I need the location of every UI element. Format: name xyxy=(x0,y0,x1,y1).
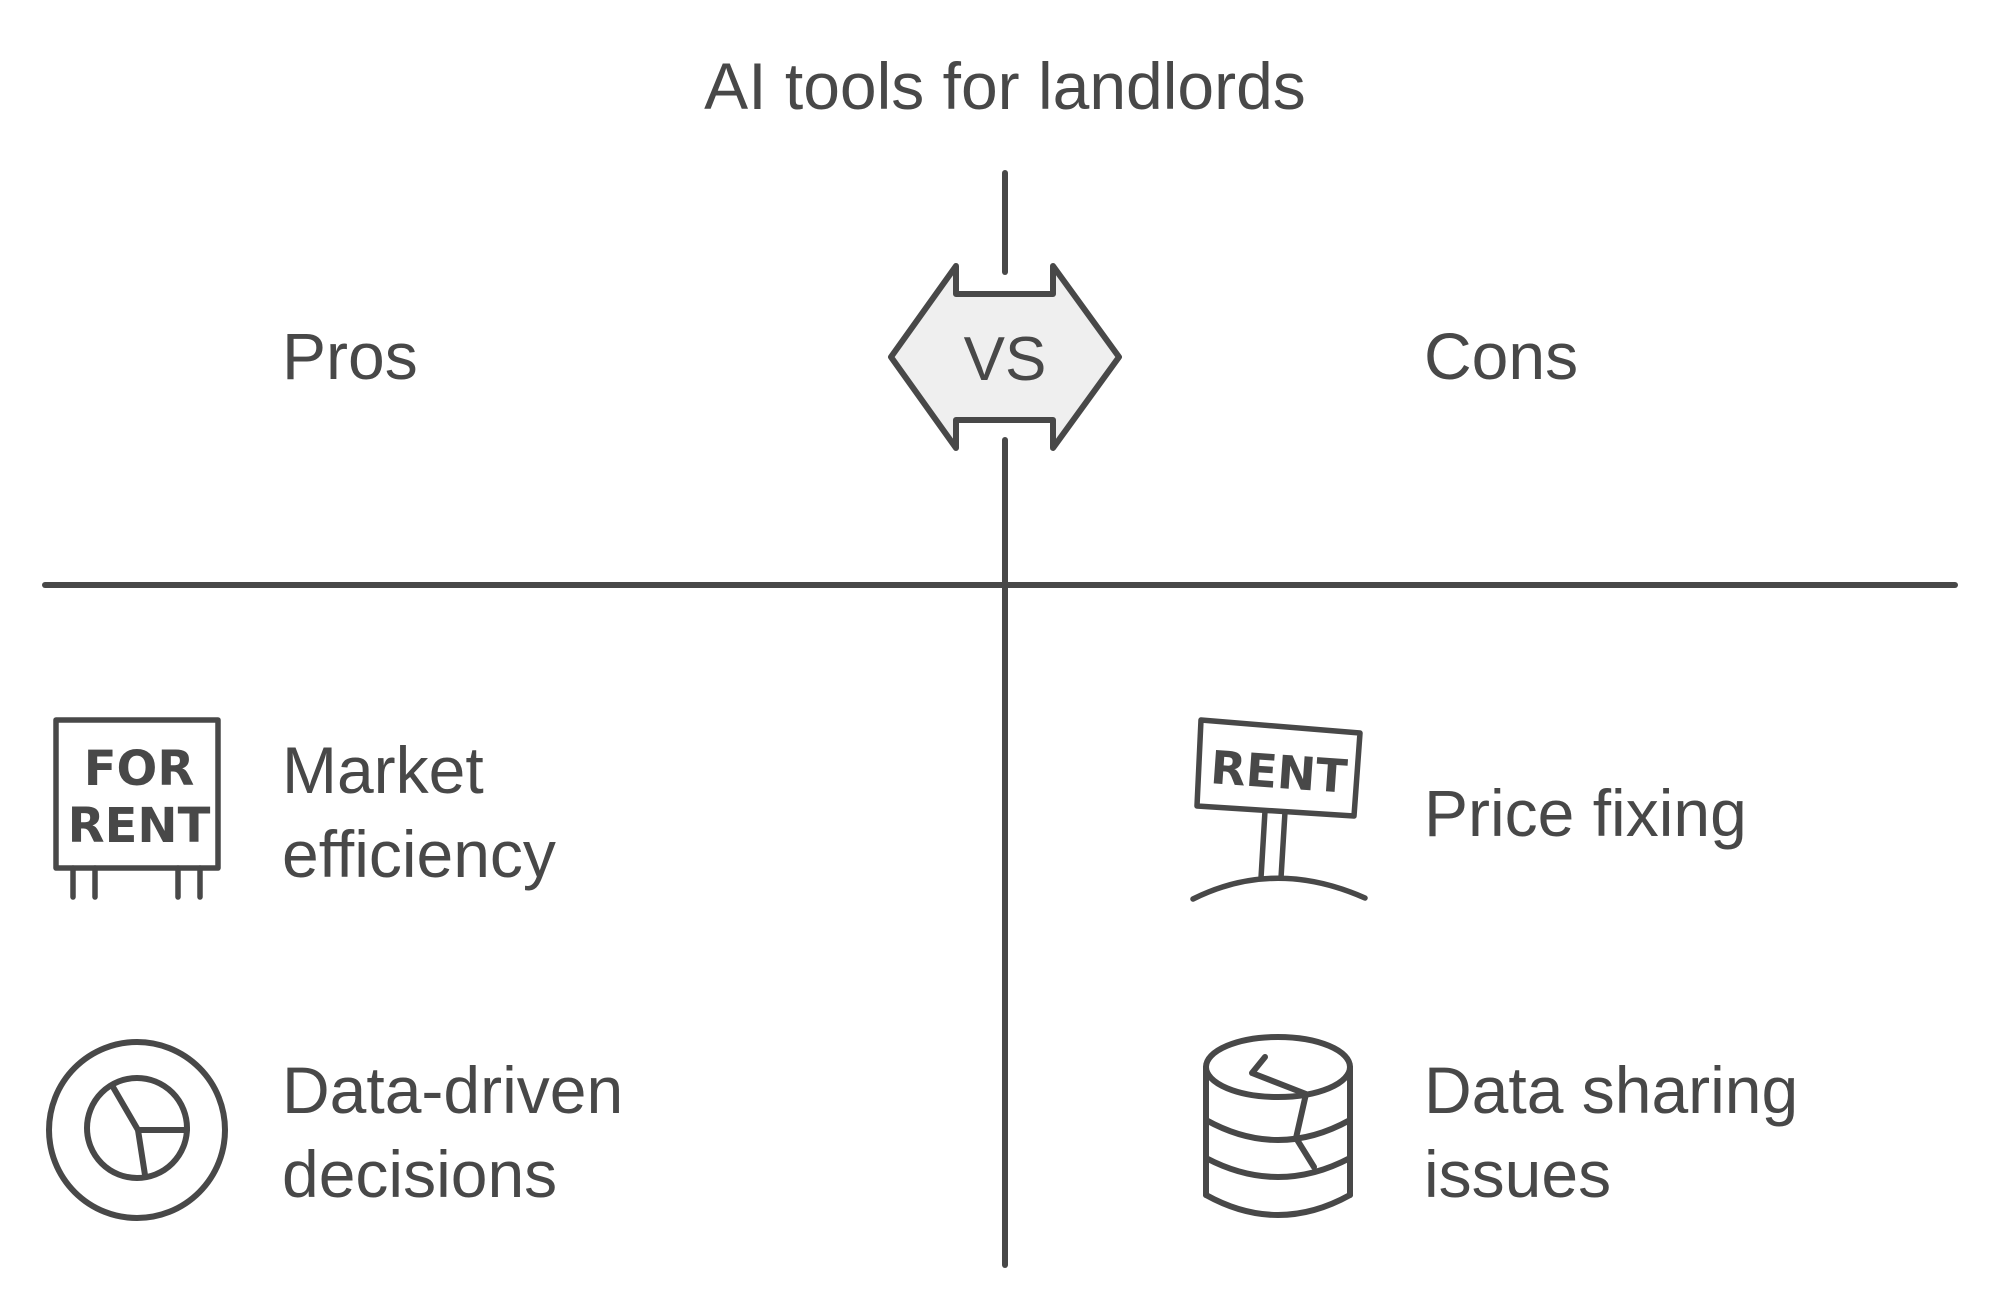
pros-heading: Pros xyxy=(282,319,418,393)
pros-item-2-line2: decisions xyxy=(282,1137,558,1211)
cons-item-2-line1: Data sharing xyxy=(1424,1053,1799,1127)
cons-heading: Cons xyxy=(1424,319,1579,393)
vs-badge: VS xyxy=(888,263,1122,451)
cons-item-2-line2: issues xyxy=(1424,1137,1612,1211)
pros-item-1-line1: Market xyxy=(282,733,484,807)
cons-item-1-line1: Price fixing xyxy=(1424,776,1747,850)
pros-item-2-line1: Data-driven xyxy=(282,1053,624,1127)
pros-item-1-line2: efficiency xyxy=(282,817,556,891)
vs-label: VS xyxy=(964,325,1047,394)
vs-double-arrow-shape xyxy=(888,263,1122,451)
diagram-title: AI tools for landlords xyxy=(704,49,1306,123)
